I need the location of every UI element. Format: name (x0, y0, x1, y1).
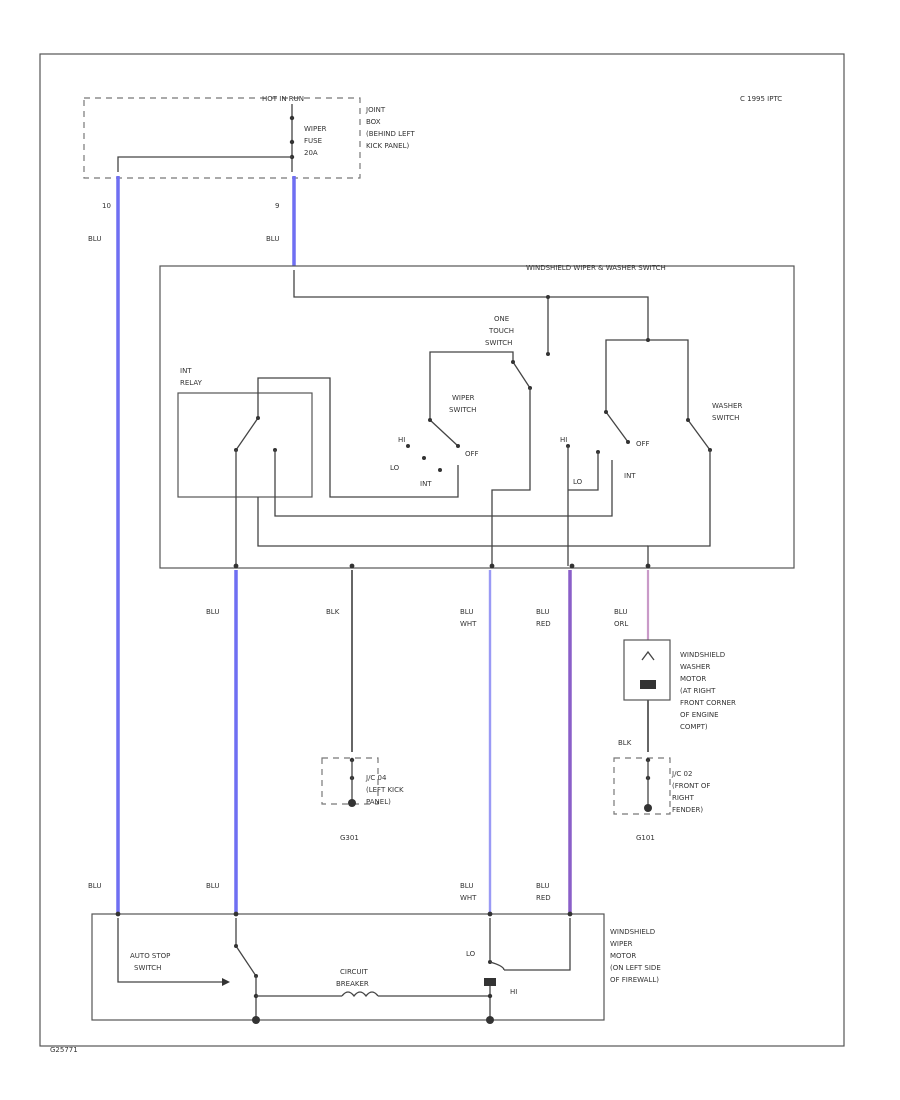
ground-g101: G101 (636, 834, 655, 842)
wire-w1-label: BLU (88, 235, 101, 243)
washer-motor-symbol (640, 680, 656, 689)
washer-motor-1: WINDSHIELD (680, 651, 725, 659)
circuit-breaker-symbol (341, 991, 379, 998)
outer-frame (39, 53, 845, 1047)
junction-2 (613, 757, 671, 815)
lower-blu-red-1: BLU (536, 882, 549, 890)
wiper-switch-hi: HI (398, 436, 405, 444)
int-relay-label-1: INT (180, 367, 192, 375)
fuse-label-1: WIPER (304, 125, 327, 133)
washer-motor-2: WASHER (680, 663, 710, 671)
switch-title: WINDSHIELD WIPER & WASHER SWITCH (526, 264, 666, 272)
junction2-1: J/C 02 (671, 770, 692, 778)
junction1-3: PANEL) (366, 798, 391, 806)
wiper-washer-switch-box (159, 265, 795, 569)
fuse-box-title: HOT IN RUN (262, 95, 304, 103)
washer-switch-label-2: SWITCH (712, 414, 739, 422)
one-touch-label-2: TOUCH (488, 327, 514, 335)
junction2-3: RIGHT (672, 794, 695, 802)
wiper-motor-5: OF FIREWALL) (610, 976, 659, 984)
washer-motor-3: MOTOR (680, 675, 706, 683)
lower-blu-wht-2: WHT (460, 894, 477, 902)
one-touch-label-1: ONE (494, 315, 509, 323)
int-relay-box (177, 392, 313, 498)
junction2-4: FENDER) (672, 806, 703, 814)
pin-right: 9 (275, 202, 279, 210)
fuse-location-4: KICK PANEL) (366, 142, 409, 150)
lower-blu-red-2: RED (536, 894, 551, 902)
wire-w5-label-1: BLU (460, 608, 473, 616)
circuit-breaker-2: BREAKER (336, 980, 369, 988)
wiper-switch-label-2: SWITCH (449, 406, 476, 414)
wire-w6-label-1: BLU (536, 608, 549, 616)
wiper-motor-brush (484, 978, 496, 986)
fuse-location-2: BOX (366, 118, 381, 126)
relay-contact (235, 417, 259, 451)
fuse-box (83, 97, 361, 179)
diagram-code: G25771 (50, 1046, 78, 1054)
auto-stop-contact (235, 945, 257, 977)
fuse-label-3: 20A (304, 149, 318, 157)
washer-motor-7: COMPT) (680, 723, 708, 731)
junction2-2: (FRONT OF (672, 782, 710, 790)
lower-blu-left: BLU (88, 882, 101, 890)
lower-blu-mid: BLU (206, 882, 219, 890)
copyright: C 1995 IPTC (740, 95, 782, 103)
auto-stop-1: AUTO STOP (130, 952, 170, 960)
ground-g301: G301 (340, 834, 359, 842)
wiper-motor-lo: LO (466, 950, 476, 958)
wire-w6-label-2: RED (536, 620, 551, 628)
fuse-location-1: JOINT (365, 106, 386, 114)
fuse-box-bus (117, 156, 292, 172)
wiper-switch-lo: LO (390, 464, 400, 472)
washer-main-contact (605, 411, 629, 443)
wire-w7-label-1: BLU (614, 608, 627, 616)
lower-blu-wht-1: BLU (460, 882, 473, 890)
wiper-motor-box (91, 913, 605, 1021)
wiper-motor-1: WINDSHIELD (610, 928, 655, 936)
wire-w3-label: BLU (206, 608, 219, 616)
fuse-location-3: (BEHIND LEFT (366, 130, 415, 138)
auto-stop-2: SWITCH (134, 964, 161, 972)
junction-1 (321, 757, 379, 805)
circuit-breaker-1: CIRCUIT (340, 968, 369, 976)
washer-motor-box (623, 639, 671, 701)
washer-switch-label-1: WASHER (712, 402, 742, 410)
wire-w8-label: BLK (618, 739, 632, 747)
wiper-switch-contact (429, 419, 459, 447)
junction1-2: (LEFT KICK (366, 786, 404, 794)
wiper-switch-label-1: WIPER (452, 394, 475, 402)
wire-w5-label-2: WHT (460, 620, 477, 628)
one-touch-contact (512, 361, 531, 389)
wire-w7-label-2: ORL (614, 620, 628, 628)
washer-hi: HI (560, 436, 567, 444)
wiper-motor-2: WIPER (610, 940, 633, 948)
fuse-label-2: FUSE (304, 137, 322, 145)
washer-motor-6: OF ENGINE (680, 711, 719, 719)
wiper-motor-4: (ON LEFT SIDE (610, 964, 661, 972)
wiper-switch-int: INT (420, 480, 432, 488)
washer-lo: LO (573, 478, 583, 486)
one-touch-label-3: SWITCH (485, 339, 512, 347)
washer-motor-5: FRONT CORNER (680, 699, 736, 707)
wiper-motor-hi: HI (510, 988, 517, 996)
wire-w4-label: BLK (326, 608, 340, 616)
wiper-motor-3: MOTOR (610, 952, 636, 960)
wiper-switch-off: OFF (465, 450, 479, 458)
washer-int: INT (624, 472, 636, 480)
washer-off: OFF (636, 440, 650, 448)
junction1-1: J/C 04 (365, 774, 387, 782)
wire-w2-label: BLU (266, 235, 279, 243)
pin-left: 10 (102, 202, 111, 210)
int-relay-label-2: RELAY (180, 379, 203, 387)
washer-motor-4: (AT RIGHT (680, 687, 716, 695)
